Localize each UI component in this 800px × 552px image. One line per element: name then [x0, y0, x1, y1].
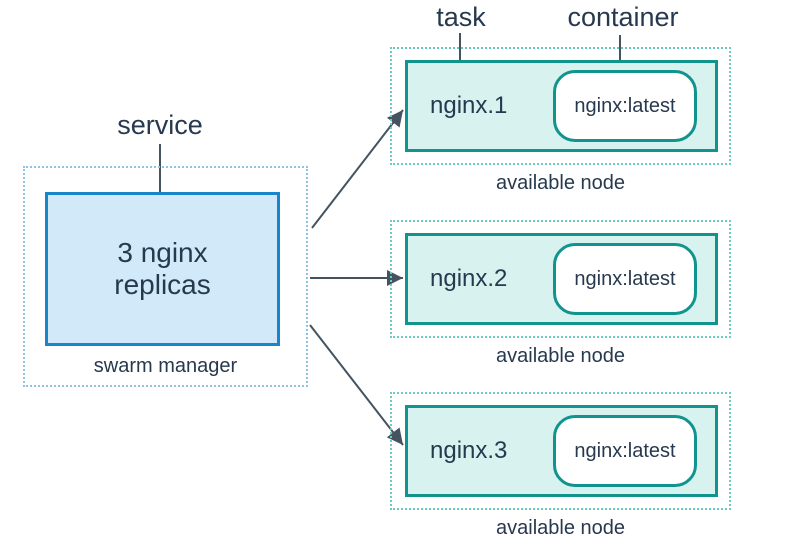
- label-service: service: [117, 110, 203, 140]
- container-image-2: nginx:latest: [574, 267, 676, 290]
- task-box-3: nginx.3 nginx:latest: [405, 405, 718, 497]
- label-task: task: [436, 2, 486, 32]
- task-box-2: nginx.2 nginx:latest: [405, 233, 718, 325]
- swarm-manager-group: 3 nginx replicas swarm manager: [23, 166, 308, 387]
- available-node-3: nginx.3 nginx:latest available node: [390, 392, 731, 540]
- service-box: 3 nginx replicas: [45, 192, 280, 346]
- service-box-text: 3 nginx replicas: [114, 236, 211, 300]
- task-name-2: nginx.2: [430, 265, 508, 292]
- container-image-1: nginx:latest: [574, 94, 676, 117]
- container-box-2: nginx:latest: [553, 243, 697, 315]
- container-box-3: nginx:latest: [553, 415, 697, 487]
- node-2-boundary: nginx.2 nginx:latest: [390, 220, 731, 338]
- task-box-1: nginx.1 nginx:latest: [405, 60, 718, 152]
- container-image-3: nginx:latest: [574, 439, 676, 462]
- node-3-caption: available node: [496, 517, 625, 539]
- task-name-3: nginx.3: [430, 437, 508, 464]
- node-2-caption: available node: [496, 345, 625, 367]
- label-container: container: [567, 2, 679, 32]
- swarm-manager-caption: swarm manager: [93, 355, 238, 377]
- node-3-boundary: nginx.3 nginx:latest: [390, 392, 731, 510]
- node-1-caption: available node: [496, 172, 625, 194]
- available-node-2: nginx.2 nginx:latest available node: [390, 220, 731, 368]
- container-box-1: nginx:latest: [553, 70, 697, 142]
- node-1-boundary: nginx.1 nginx:latest: [390, 47, 731, 165]
- available-node-1: nginx.1 nginx:latest available node: [390, 47, 731, 195]
- task-name-1: nginx.1: [430, 92, 508, 119]
